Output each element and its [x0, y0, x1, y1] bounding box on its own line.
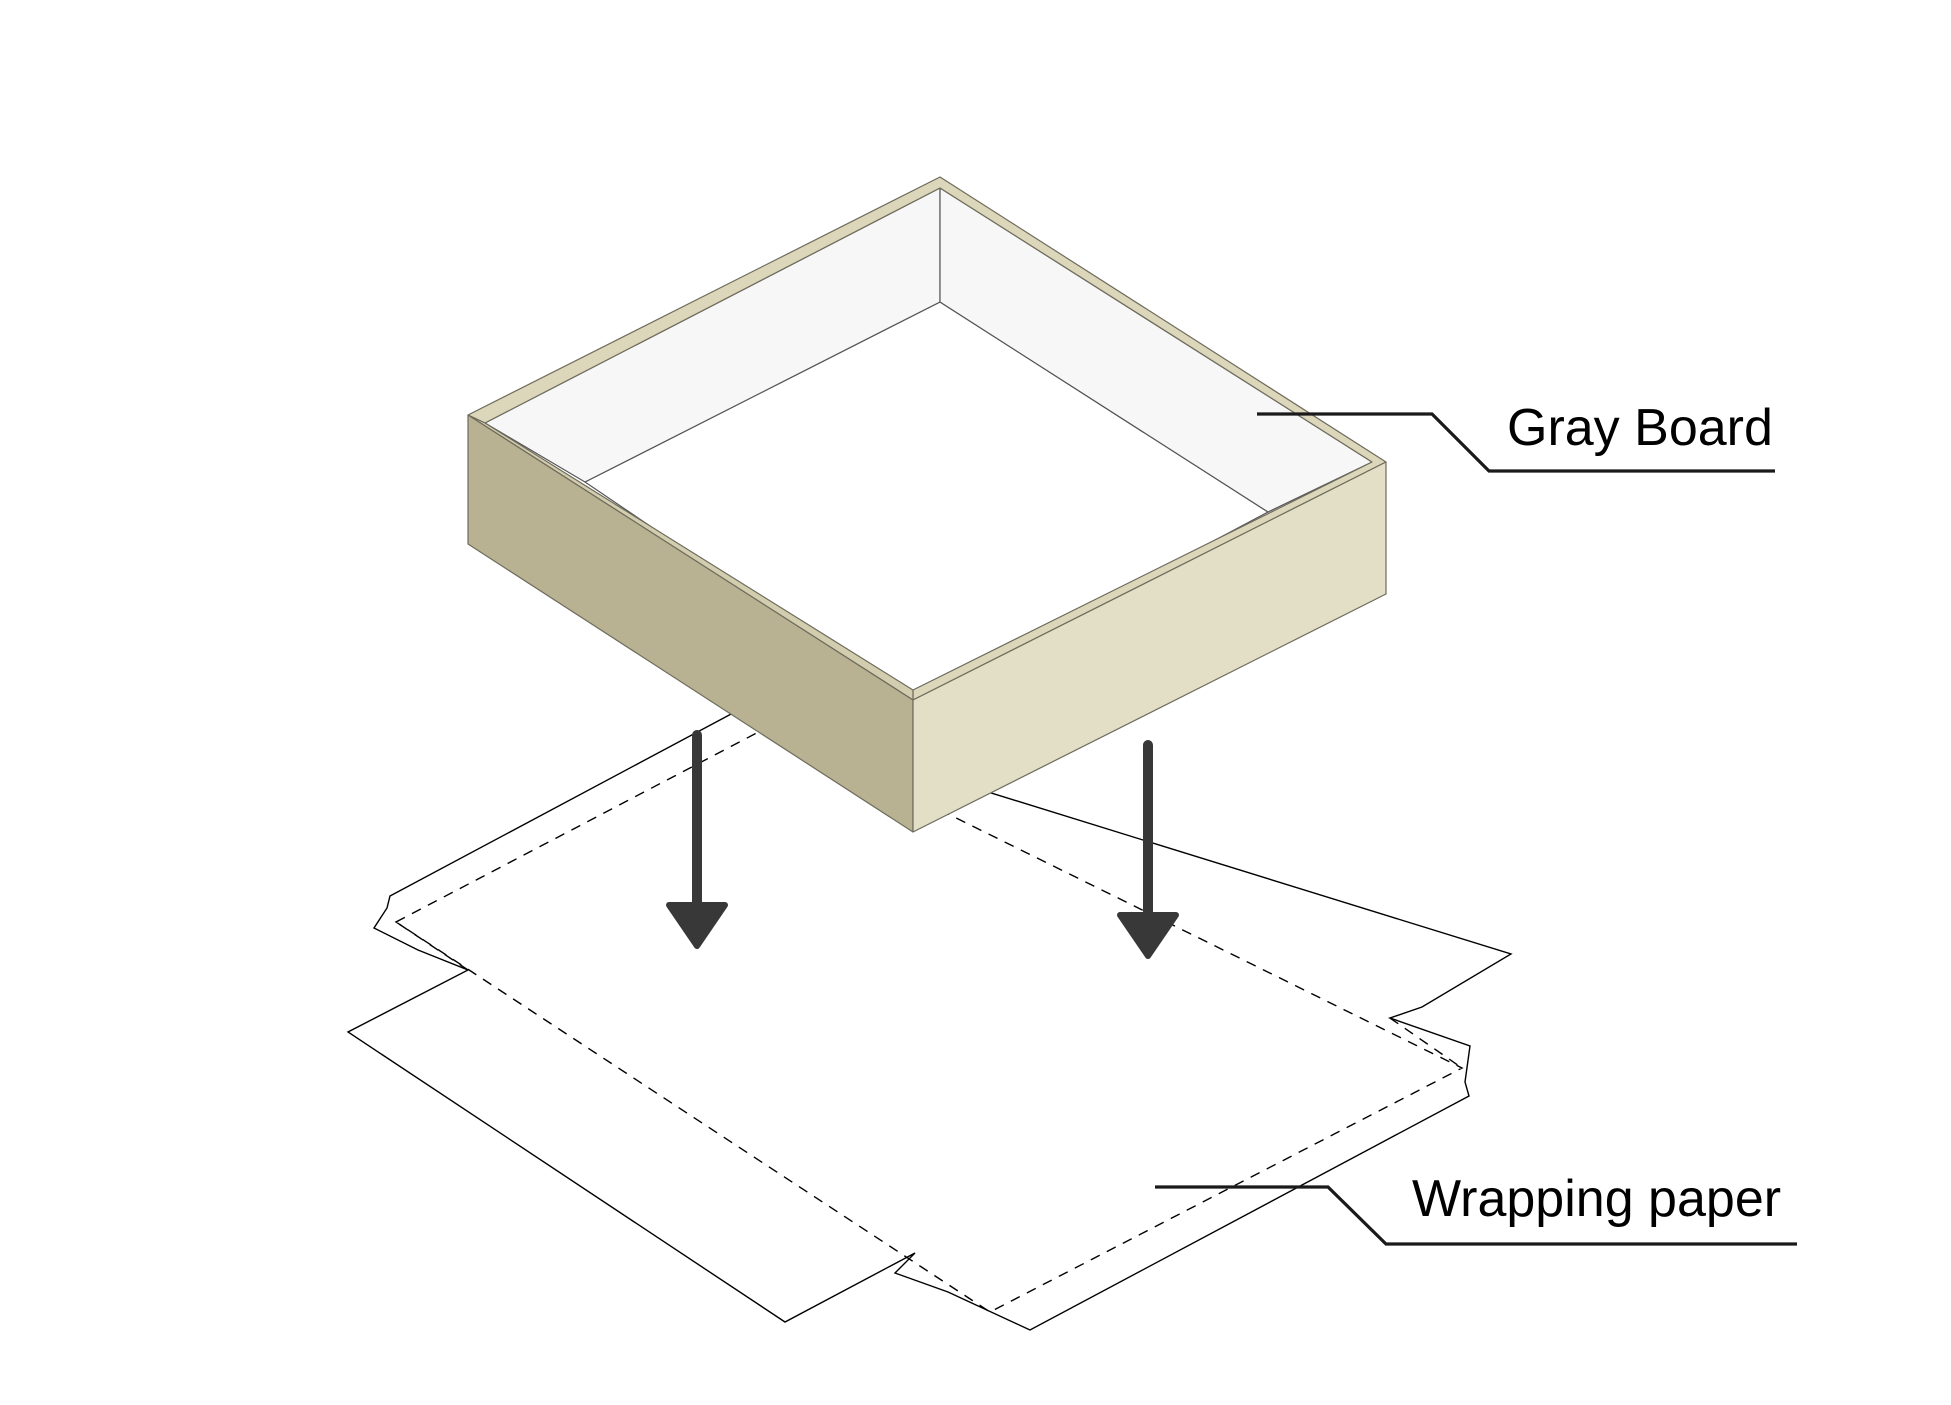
- gray-board-callout: Gray Board: [1257, 399, 1775, 473]
- box-face-right: [912, 461, 1387, 833]
- wrapping-paper-leader-line: [1155, 1185, 1797, 1246]
- wrapping-paper-callout: Wrapping paper: [1155, 1170, 1797, 1246]
- wrapping-paper-flap-crease-right: [1389, 1017, 1463, 1069]
- gray-board-leader-line: [1257, 412, 1775, 473]
- wrapping-paper: [346, 712, 1513, 1331]
- down-arrow-icon: [666, 730, 728, 949]
- wrapping-paper-label: Wrapping paper: [1412, 1170, 1781, 1228]
- wrapping-paper-outline: [346, 712, 1513, 1331]
- gray-board-label: Gray Board: [1507, 399, 1773, 457]
- wrapping-paper-fold-lines: [394, 725, 1464, 1313]
- gray-board-box: [467, 176, 1387, 833]
- down-arrow-icon: [1117, 740, 1179, 959]
- wrapping-paper-flap-crease-left: [395, 921, 469, 971]
